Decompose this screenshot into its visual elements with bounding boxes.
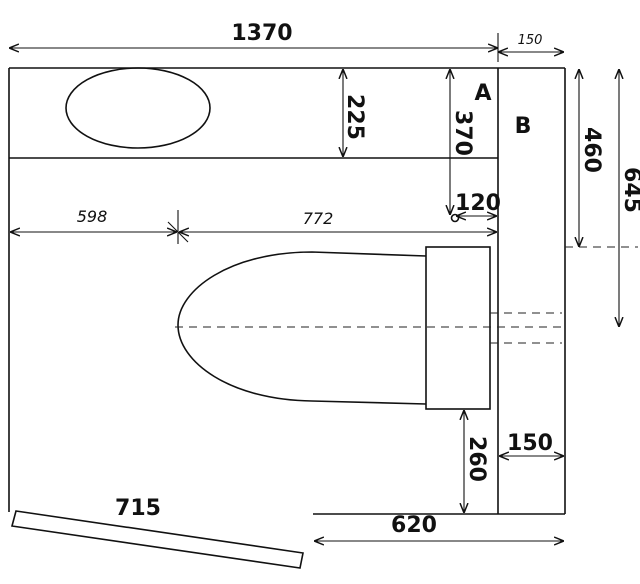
dim-toilet-clearance: 260 bbox=[464, 411, 489, 512]
dim-225-label: 225 bbox=[342, 94, 367, 140]
dim-overall-width: 1370 bbox=[10, 21, 499, 62]
room-walls bbox=[8, 67, 566, 515]
dim-b-width-bottom: 150 bbox=[500, 431, 563, 456]
door: 715 bbox=[10, 496, 304, 569]
dim-150-bottom-label: 150 bbox=[507, 431, 553, 456]
dim-370-label: 370 bbox=[450, 110, 475, 156]
dim-772-label: 772 bbox=[303, 209, 334, 228]
dim-sink-depth: 225 bbox=[342, 70, 367, 156]
toilet-bowl bbox=[177, 251, 427, 405]
dim-598-label: 598 bbox=[77, 207, 108, 226]
dim-150-top-label: 150 bbox=[518, 33, 543, 48]
dim-120-label: 120 bbox=[455, 191, 501, 216]
sink-basin bbox=[65, 67, 211, 149]
dim-620-label: 620 bbox=[391, 513, 437, 538]
dim-1370-label: 1370 bbox=[231, 21, 292, 46]
dim-b-width-top: 150 bbox=[499, 33, 563, 52]
dim-715-label: 715 bbox=[115, 496, 161, 521]
dim-460-label: 460 bbox=[579, 127, 604, 173]
dim-a-depth: 370 bbox=[450, 70, 475, 214]
dim-260-label: 260 bbox=[464, 436, 489, 482]
dim-b-height: 460 bbox=[579, 70, 604, 246]
label-a: A bbox=[474, 81, 491, 106]
dim-overall-right: 645 bbox=[619, 70, 640, 326]
label-b: B bbox=[515, 114, 532, 139]
dim-bottom-opening: 620 bbox=[315, 513, 563, 541]
dim-toilet-position: 598 772 bbox=[11, 207, 496, 244]
toilet-tank bbox=[425, 246, 491, 410]
dim-645-label: 645 bbox=[619, 167, 640, 213]
dim-a-offset: 120 bbox=[455, 191, 501, 216]
